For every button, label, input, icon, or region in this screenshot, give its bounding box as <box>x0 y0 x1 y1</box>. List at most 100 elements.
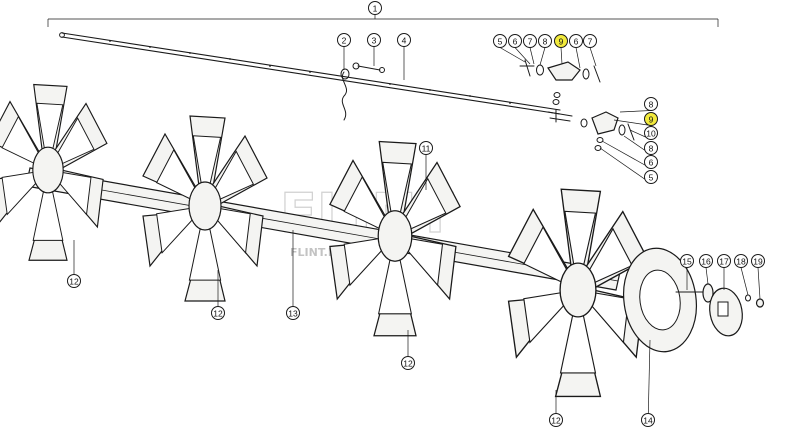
callout-circle <box>211 306 225 320</box>
callout-c14: 14 <box>641 339 655 427</box>
callout-c12a: 12 <box>67 240 81 288</box>
callout-c13: 13 <box>286 230 300 320</box>
callout-c8a: 8 <box>538 34 552 66</box>
callout-circle <box>644 141 658 155</box>
callout-c8c: 8 <box>623 135 658 155</box>
callout-circle <box>508 34 522 48</box>
callout-circle <box>493 34 507 48</box>
callout-circle <box>751 254 765 268</box>
callout-circle <box>644 170 658 184</box>
callout-number: 9 <box>649 115 654 125</box>
callout-c4: 4 <box>397 33 411 80</box>
leader-line <box>613 119 652 126</box>
callout-c17: 17 <box>717 254 731 290</box>
callout-c5a: 5 <box>493 34 526 63</box>
callout-c19: 19 <box>751 254 765 300</box>
callout-number: 13 <box>288 309 298 319</box>
callout-circle <box>368 1 382 15</box>
callout-c11: 11 <box>419 141 433 190</box>
callout-number: 12 <box>551 416 561 426</box>
reel-spider-frame <box>329 140 461 337</box>
clamp-parts-right <box>580 111 635 151</box>
leader-line <box>619 110 652 113</box>
callout-c18: 18 <box>734 254 749 296</box>
callout-circle <box>337 33 351 47</box>
bearing-assembly <box>675 283 765 337</box>
callout-c9a: 9 <box>554 34 568 65</box>
callout-number: 15 <box>682 257 692 267</box>
leader-line <box>757 267 761 300</box>
leader-line <box>647 339 651 427</box>
callout-number: 7 <box>528 37 533 47</box>
callout-number: 11 <box>422 144 431 154</box>
leader-line <box>575 47 581 69</box>
leader-line <box>529 47 535 65</box>
leader-line <box>601 140 652 169</box>
callout-number: 5 <box>649 173 654 183</box>
clamp-parts-upper <box>519 59 601 105</box>
callout-circle <box>569 34 583 48</box>
callout-number: 10 <box>646 129 656 139</box>
callout-circle <box>644 112 658 126</box>
callout-number: 16 <box>701 257 711 267</box>
leader-line <box>499 47 526 63</box>
callout-circle <box>641 413 655 427</box>
callout-number: 2 <box>342 36 347 46</box>
callout-number: 18 <box>736 257 746 267</box>
callout-c12d: 12 <box>549 390 563 427</box>
drive-rod <box>59 32 573 123</box>
callout-number: 6 <box>513 37 518 47</box>
callout-number: 6 <box>649 158 654 168</box>
callout-number: 6 <box>574 37 579 47</box>
callout-circle <box>67 274 81 288</box>
callout-c6c: 6 <box>601 140 658 169</box>
callout-number: 17 <box>719 257 729 267</box>
callout-c7a: 7 <box>523 34 537 65</box>
callout-number: 19 <box>753 257 763 267</box>
leader-line <box>740 267 749 296</box>
callout-circle <box>286 306 300 320</box>
leader-line <box>599 147 652 184</box>
callout-c12b: 12 <box>211 270 225 320</box>
callout-c12c: 12 <box>401 330 415 370</box>
callout-number: 8 <box>649 100 654 110</box>
leader-line <box>560 47 563 65</box>
callout-circle <box>644 97 658 111</box>
callout-number: 8 <box>543 37 548 47</box>
callout-circle <box>699 254 713 268</box>
end-disc <box>623 247 697 353</box>
callout-circle <box>734 254 748 268</box>
callout-number: 12 <box>213 309 223 319</box>
callout-number: 4 <box>402 36 407 46</box>
callout-circle <box>367 33 381 47</box>
callout-circle <box>680 254 694 268</box>
reel-spiders <box>0 83 649 398</box>
leader-line <box>539 47 546 66</box>
callout-c7b: 7 <box>583 34 597 67</box>
assembly-bracket <box>47 14 719 27</box>
callout-c6b: 6 <box>569 34 583 69</box>
reel-spider-frame <box>0 83 108 261</box>
callout-c2: 2 <box>337 33 351 70</box>
callout-number: 1 <box>373 4 378 14</box>
leader-line <box>589 47 597 67</box>
reel-spider-frame <box>142 115 268 302</box>
callout-number: 14 <box>643 416 653 426</box>
callout-circle <box>644 155 658 169</box>
callout-c6a: 6 <box>508 34 531 65</box>
callout-number: 12 <box>403 359 413 369</box>
callout-number: 8 <box>649 144 654 154</box>
callout-c16: 16 <box>699 254 713 285</box>
callout-number: 5 <box>498 37 503 47</box>
callout-circle <box>644 126 658 140</box>
leader-line <box>705 267 709 285</box>
callout-circle <box>583 34 597 48</box>
callout-circle <box>554 34 568 48</box>
callout-circle <box>549 413 563 427</box>
bolt-part-3 <box>352 62 385 73</box>
callout-number: 9 <box>559 37 564 47</box>
callout-c9b: 9 <box>613 112 658 126</box>
reel-spider-frame <box>507 188 649 398</box>
callout-circle <box>538 34 552 48</box>
